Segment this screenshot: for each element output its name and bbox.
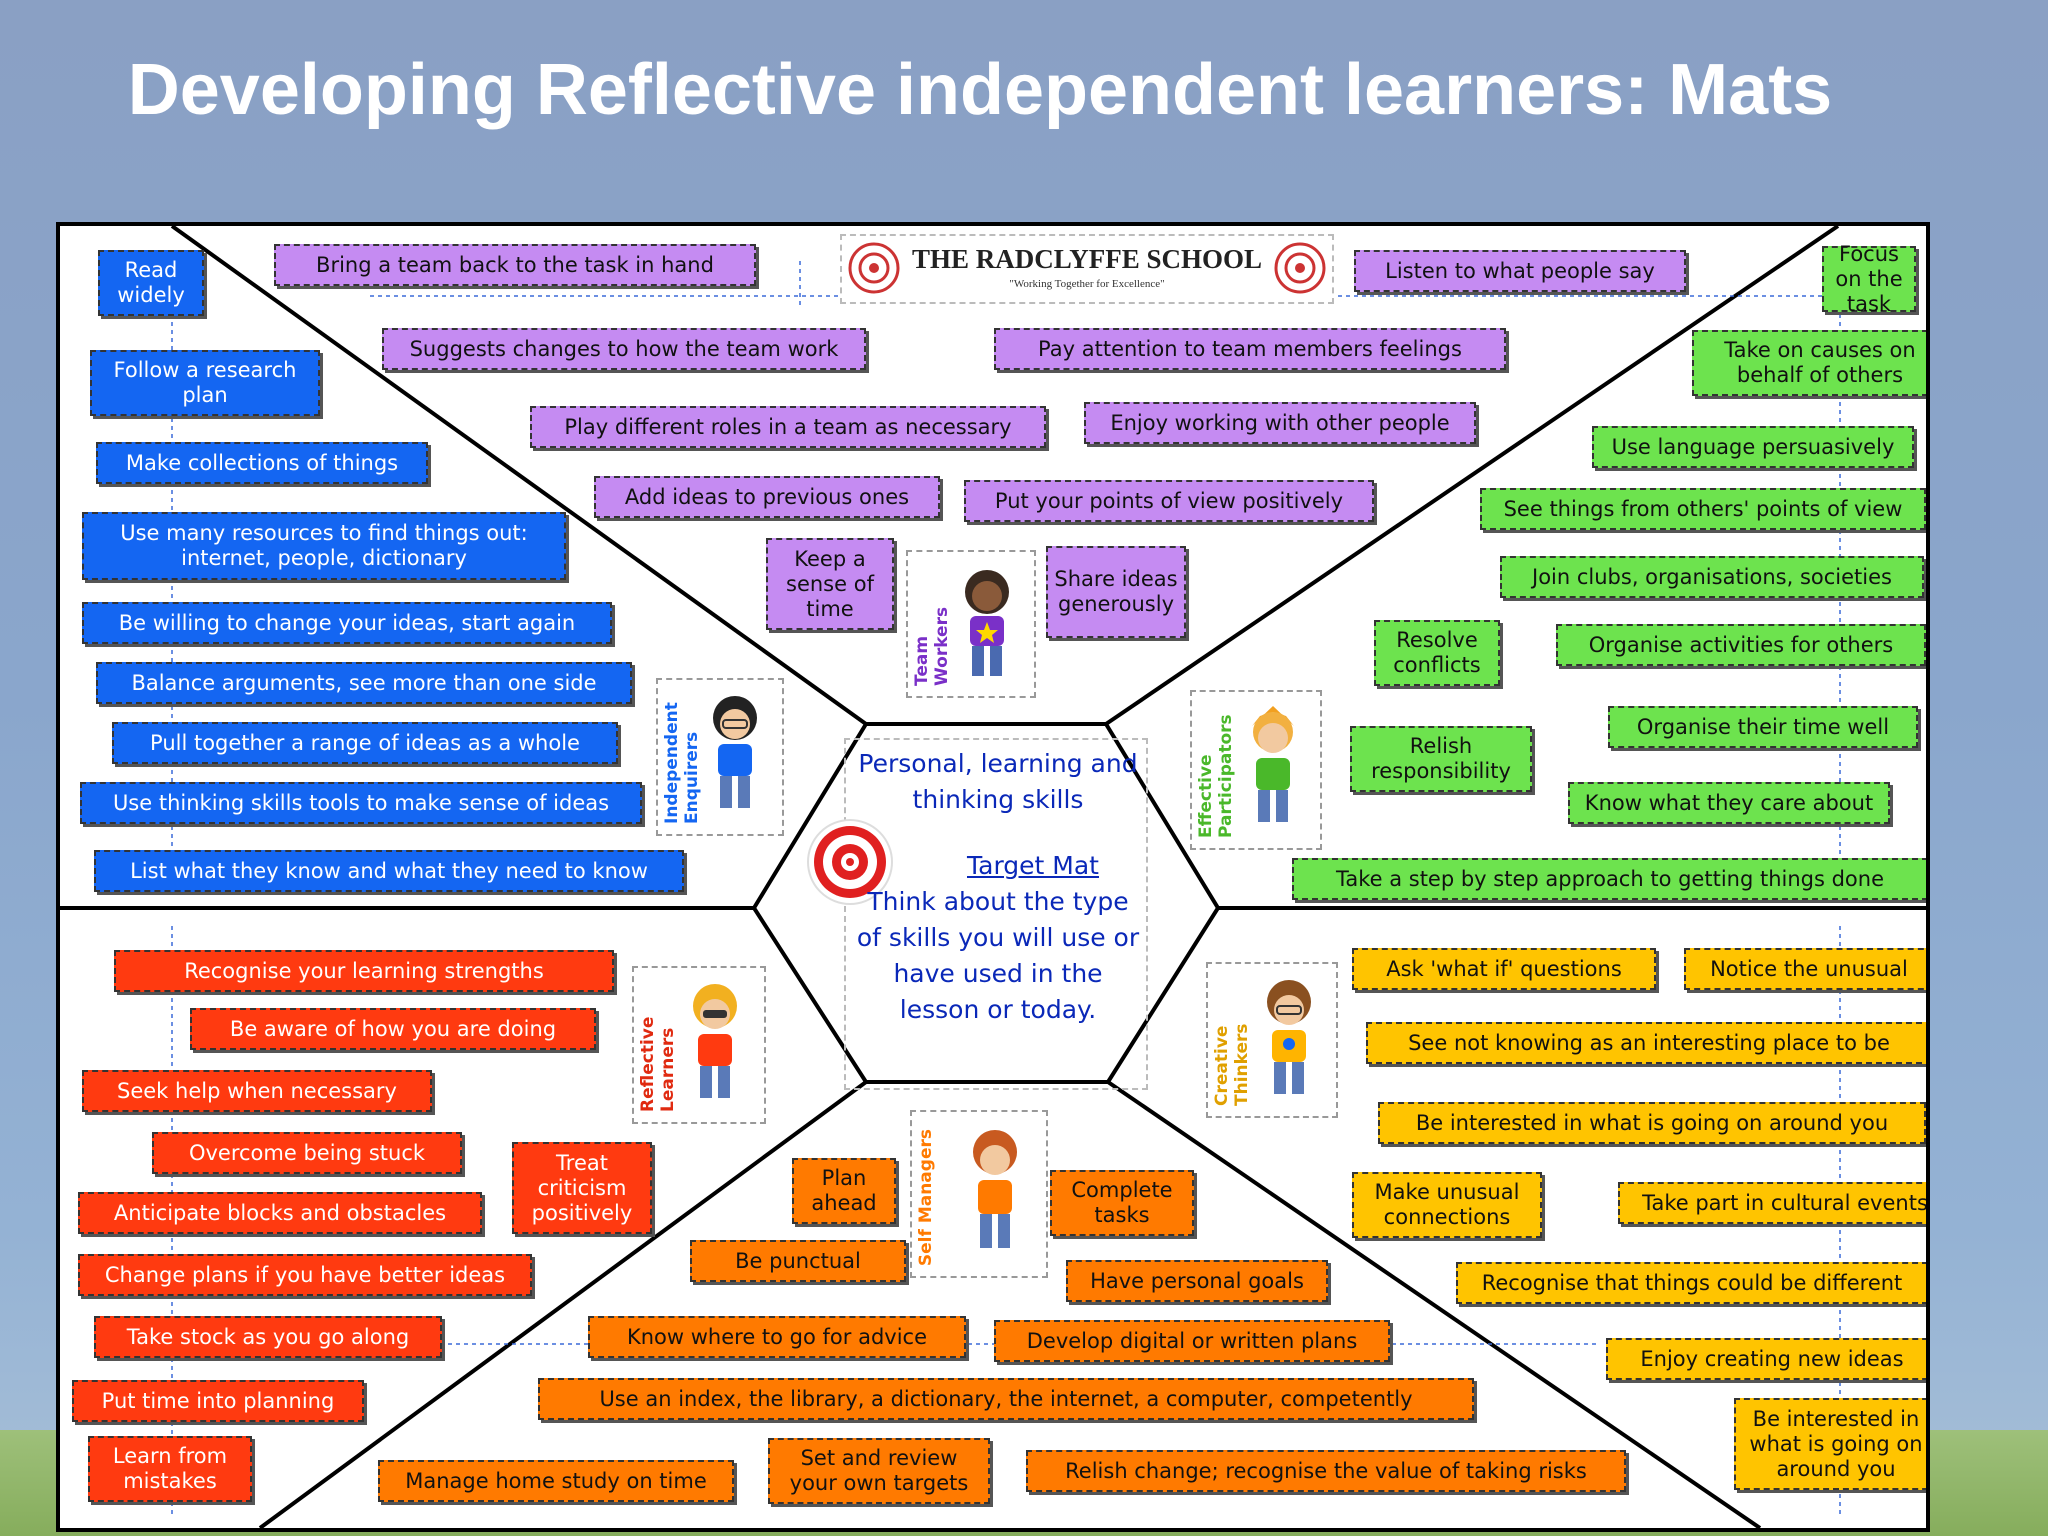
target-mat: THE RADCLYFFE SCHOOL "Working Together f… [56,222,1930,1532]
creative-skill: Be interested in what is going on around… [1378,1102,1926,1144]
self-managers-card: Self Managers [910,1110,1048,1278]
team-skill: Keep a sense of time [766,538,894,630]
school-motto: "Working Together for Excellence" [1009,278,1165,290]
self-managers-label: Self Managers [916,1128,936,1266]
enquirer-skill: Be willing to change your ideas, start a… [82,602,612,644]
school-header: THE RADCLYFFE SCHOOL "Working Together f… [840,234,1334,304]
creative-thinkers-card: Creative Thinkers [1206,962,1338,1118]
creative-skill: Recognise that things could be different [1456,1262,1926,1304]
self-manager-skill: Set and review your own targets [768,1438,990,1504]
participator-skill: Know what they care about [1568,782,1890,824]
creative-skill: Take part in cultural events [1618,1182,1926,1224]
participator-skill: Organise activities for others [1556,624,1926,666]
reflective-skill: Put time into planning [72,1380,364,1422]
enquirer-skill: Pull together a range of ideas as a whol… [112,722,618,764]
independent-enquirers-card: Independent Enquirers [656,678,784,836]
reflective-skill: Overcome being stuck [152,1132,462,1174]
reflective-learners-card: Reflective Learners [632,966,766,1124]
team-skill: Listen to what people say [1354,250,1686,292]
self-manager-skill: Develop digital or written plans [994,1320,1390,1362]
center-mat-title: Target Mat [967,851,1099,880]
student-avatar-icon [965,570,1009,676]
participator-skill: Take a step by step approach to getting … [1292,858,1926,900]
self-manager-skill: Use an index, the library, a dictionary,… [538,1378,1474,1420]
team-skill: Add ideas to previous ones [594,476,940,518]
reflective-skill: Learn from mistakes [88,1436,252,1502]
team-skill: Share ideas generously [1046,546,1186,638]
effective-participators-card: Effective Participators [1190,690,1322,850]
self-manager-skill: Know where to go for advice [588,1316,966,1358]
school-crest-icon [1274,242,1326,294]
school-name: THE RADCLYFFE SCHOOL [911,244,1263,274]
enquirer-skill: Follow a research plan [90,350,320,416]
enquirer-skill: Make collections of things [96,442,428,484]
reflective-skill: Anticipate blocks and obstacles [78,1192,482,1234]
participator-skill: Organise their time well [1608,706,1918,748]
target-icon [807,819,893,905]
creative-skill: Enjoy creating new ideas [1606,1338,1926,1380]
student-avatar-icon [693,984,737,1098]
self-manager-skill: Have personal goals [1066,1260,1328,1302]
creative-skill: Ask 'what if' questions [1352,948,1656,990]
creative-skill: See not knowing as an interesting place … [1366,1022,1926,1064]
reflective-skill: Recognise your learning strengths [114,950,614,992]
team-skill: Pay attention to team members feelings [994,328,1506,370]
enquirer-skill: Read widely [98,250,204,316]
enquirer-skill: Use thinking skills tools to make sense … [80,782,642,824]
team-skill: Enjoy working with other people [1084,402,1476,444]
team-skill: Put your points of view positively [964,480,1374,522]
student-avatar-icon [1252,706,1294,822]
participator-skill: Resolve conflicts [1374,620,1500,686]
self-manager-skill: Be punctual [690,1240,906,1282]
center-text: Think about the type of skills you will … [856,887,1140,1024]
reflective-skill: Seek help when necessary [82,1070,432,1112]
school-crest-icon [848,242,900,294]
team-skill: Play different roles in a team as necess… [530,406,1046,448]
enquirer-skill: Balance arguments, see more than one sid… [96,662,632,704]
page-title: Developing Reflective independent learne… [127,50,1833,130]
reflective-skill: Be aware of how you are doing [190,1008,596,1050]
student-avatar-icon [973,1130,1017,1248]
creative-skill: Make unusual connections [1352,1172,1542,1238]
center-panel: Personal, learning and thinking skills T… [846,742,1150,1082]
center-heading: Personal, learning and thinking skills [858,749,1138,814]
team-skill: Suggests changes to how the team work [382,328,866,370]
creative-skill: Notice the unusual [1684,948,1926,990]
self-manager-skill: Plan ahead [792,1158,896,1224]
enquirer-skill: Use many resources to find things out: i… [82,512,566,580]
reflective-skill: Treat criticism positively [512,1142,652,1234]
self-manager-skill: Relish change; recognise the value of ta… [1026,1450,1626,1492]
team-skill: Bring a team back to the task in hand [274,244,756,286]
student-avatar-icon [1267,980,1311,1094]
participator-skill: Join clubs, organisations, societies [1500,556,1924,598]
team-workers-card: Team Workers [906,550,1036,698]
self-manager-skill: Complete tasks [1050,1170,1194,1236]
creative-skill: Be interested in what is going on around… [1734,1398,1926,1490]
enquirer-skill: List what they know and what they need t… [94,850,684,892]
student-avatar-icon [713,696,757,808]
reflective-skill: Take stock as you go along [94,1316,442,1358]
participator-skill: Focus on the task [1822,242,1916,316]
center-panel-border [844,738,1148,1090]
reflective-skill: Change plans if you have better ideas [78,1254,532,1296]
self-manager-skill: Manage home study on time [378,1460,734,1502]
participator-skill: Relish responsibility [1350,726,1532,792]
participator-skill: Use language persuasively [1592,426,1914,468]
participator-skill: Take on causes on behalf of others [1692,330,1926,396]
participator-skill: See things from others' points of view [1480,488,1926,530]
